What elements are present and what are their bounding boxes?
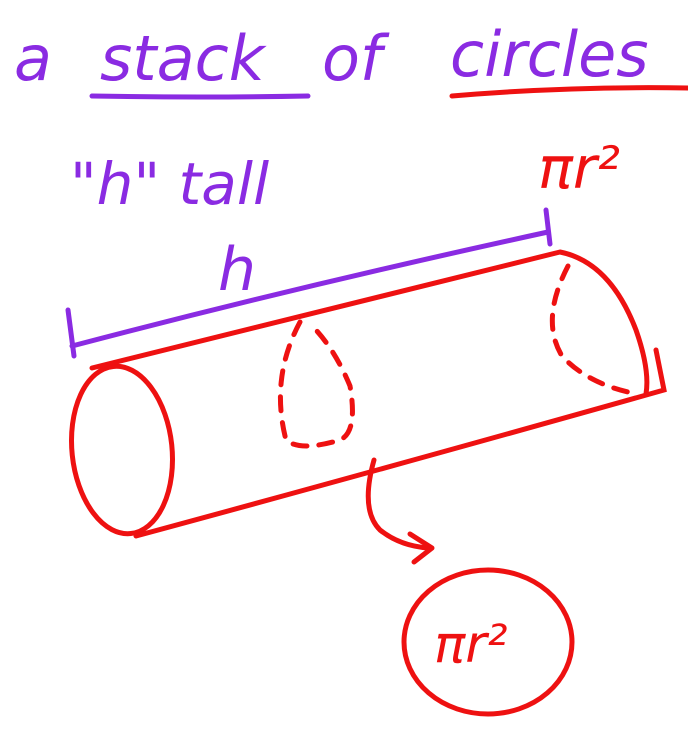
- height-bracket-right-tick: [543, 207, 553, 247]
- title-word-a: a: [14, 22, 52, 95]
- height-bracket-left-tick: [65, 307, 77, 359]
- height-bracket: [65, 207, 553, 359]
- cylinder-bottom-edge: [133, 347, 667, 539]
- cross-section-arrow: [365, 457, 435, 565]
- area-formula-top: πr²: [538, 134, 620, 202]
- title-word-stack: stack: [100, 22, 267, 95]
- single-circle: [401, 567, 575, 717]
- area-formula-circle: πr²: [434, 615, 508, 675]
- title-word-of: of: [322, 22, 390, 95]
- cylinder-cross-section: [277, 319, 355, 449]
- cylinder: [69, 249, 667, 539]
- title: a stack of circles: [14, 18, 649, 95]
- arrow-shaft: [365, 457, 431, 551]
- arrow-head: [407, 531, 435, 565]
- underline-stack: [89, 93, 311, 100]
- title-word-circles: circles: [450, 18, 649, 91]
- underline-circles: [449, 85, 688, 99]
- height-note: "h" tall: [70, 150, 269, 218]
- cylinder-top-edge: [89, 249, 650, 397]
- cylinder-back-face-hidden: [549, 263, 631, 395]
- height-bracket-line: [69, 229, 551, 349]
- cylinder-front-face: [69, 363, 175, 537]
- height-symbol: h: [218, 235, 256, 305]
